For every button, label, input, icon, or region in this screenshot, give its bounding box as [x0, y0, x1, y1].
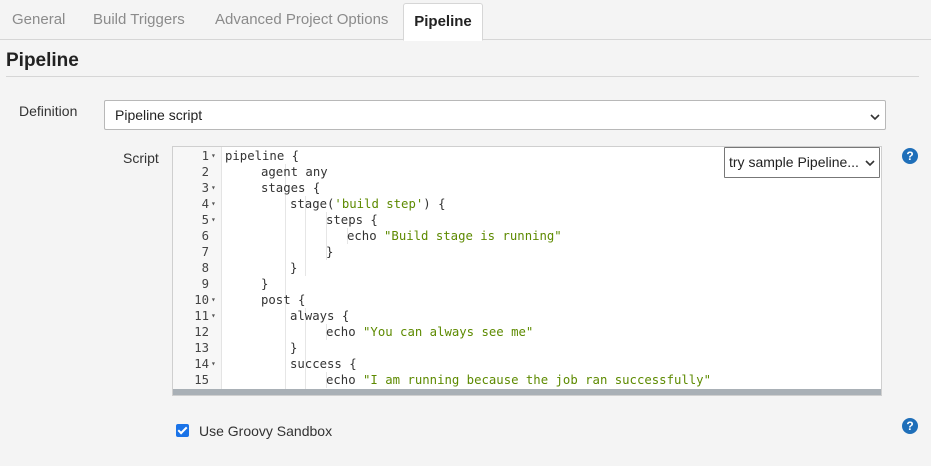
fold-arrow-icon[interactable]: ▾	[211, 215, 216, 224]
line-number-gutter	[173, 147, 222, 391]
fold-arrow-icon[interactable]: ▾	[211, 199, 216, 208]
code-text: success {	[290, 357, 357, 371]
code-text: pipeline {	[225, 149, 300, 163]
fold-arrow-icon[interactable]: ▾	[211, 295, 216, 304]
indent-guide	[285, 164, 286, 395]
indent-guide	[326, 372, 327, 388]
code-line: 10▾ post {	[173, 292, 881, 308]
code-line: 11▾ always {	[173, 308, 881, 324]
code-line: 15 echo "I am running because the job ran…	[173, 372, 881, 388]
line-number: 4	[201, 197, 209, 211]
code-line: 13}	[173, 340, 881, 356]
definition-select-value: Pipeline script	[115, 107, 203, 123]
line-number: 1	[201, 149, 209, 163]
sandbox-help-icon[interactable]: ?	[902, 418, 918, 434]
code-line: 6 echo "Build stage is running"	[173, 228, 881, 244]
line-number: 2	[201, 165, 209, 179]
definition-select[interactable]: Pipeline script	[104, 100, 886, 130]
sample-pipeline-select-value: try sample Pipeline...	[729, 154, 859, 170]
tab-general[interactable]: General	[12, 11, 66, 28]
indent-guide	[347, 228, 348, 244]
code-text: stages {	[261, 181, 321, 195]
fold-arrow-icon[interactable]: ▾	[211, 151, 216, 160]
indent-guide	[326, 324, 327, 340]
line-number: 9	[201, 277, 209, 291]
code-text: }	[290, 341, 298, 355]
code-line: 5▾ steps {	[173, 212, 881, 228]
script-label: Script	[123, 150, 159, 166]
code-text: always {	[290, 309, 350, 323]
line-number: 15	[194, 373, 209, 387]
code-line: 14▾ success {	[173, 356, 881, 372]
line-number: 7	[201, 245, 209, 259]
indent-guide	[305, 196, 306, 276]
fold-arrow-icon[interactable]: ▾	[211, 183, 216, 192]
code-text: agent any	[261, 165, 328, 179]
section-divider	[6, 76, 919, 77]
definition-label: Definition	[19, 103, 78, 119]
fold-arrow-icon[interactable]: ▾	[211, 311, 216, 320]
code-line: 9}	[173, 276, 881, 292]
code-text: echo "Build stage is running"	[347, 229, 562, 243]
groovy-sandbox-checkbox[interactable]	[176, 424, 189, 437]
code-text: }	[290, 261, 298, 275]
code-line: 2 agent any	[173, 164, 881, 180]
tab-advanced-project-options[interactable]: Advanced Project Options	[215, 11, 389, 28]
section-title: Pipeline	[6, 50, 79, 71]
line-number: 13	[194, 341, 209, 355]
code-text: steps {	[326, 213, 378, 227]
code-text: echo "I am running because the job ran s…	[326, 373, 711, 387]
line-number: 6	[201, 229, 209, 243]
script-help-icon[interactable]: ?	[902, 148, 918, 164]
code-text: }	[261, 277, 269, 291]
code-line: 8}	[173, 260, 881, 276]
code-line: 4▾ stage('build step') {	[173, 196, 881, 212]
tab-bar: General Build Triggers Advanced Project …	[0, 0, 931, 41]
code-text: echo "You can always see me"	[326, 325, 534, 339]
line-number: 11	[194, 309, 209, 323]
line-number: 3	[201, 181, 209, 195]
groovy-sandbox-label: Use Groovy Sandbox	[199, 423, 333, 439]
chevron-down-icon	[869, 101, 881, 130]
indent-guide	[326, 212, 327, 260]
tab-pipeline[interactable]: Pipeline	[403, 3, 483, 41]
chevron-down-icon	[864, 148, 876, 177]
sample-pipeline-select[interactable]: try sample Pipeline...	[724, 147, 880, 178]
tab-build-triggers[interactable]: Build Triggers	[93, 11, 185, 28]
code-line: 12 echo "You can always see me"	[173, 324, 881, 340]
line-number: 12	[194, 325, 209, 339]
code-text: post {	[261, 293, 306, 307]
line-number: 10	[194, 293, 209, 307]
code-line: 7}	[173, 244, 881, 260]
fold-arrow-icon[interactable]: ▾	[211, 359, 216, 368]
code-line: 3▾ stages {	[173, 180, 881, 196]
code-text: }	[326, 245, 334, 259]
code-text: stage('build step') {	[290, 197, 446, 211]
line-number: 5	[201, 213, 209, 227]
line-number: 14	[194, 357, 209, 371]
line-number: 8	[201, 261, 209, 275]
indent-guide	[305, 308, 306, 395]
horizontal-scrollbar[interactable]	[173, 389, 881, 395]
code-line: 1▾ pipeline {	[173, 148, 881, 164]
